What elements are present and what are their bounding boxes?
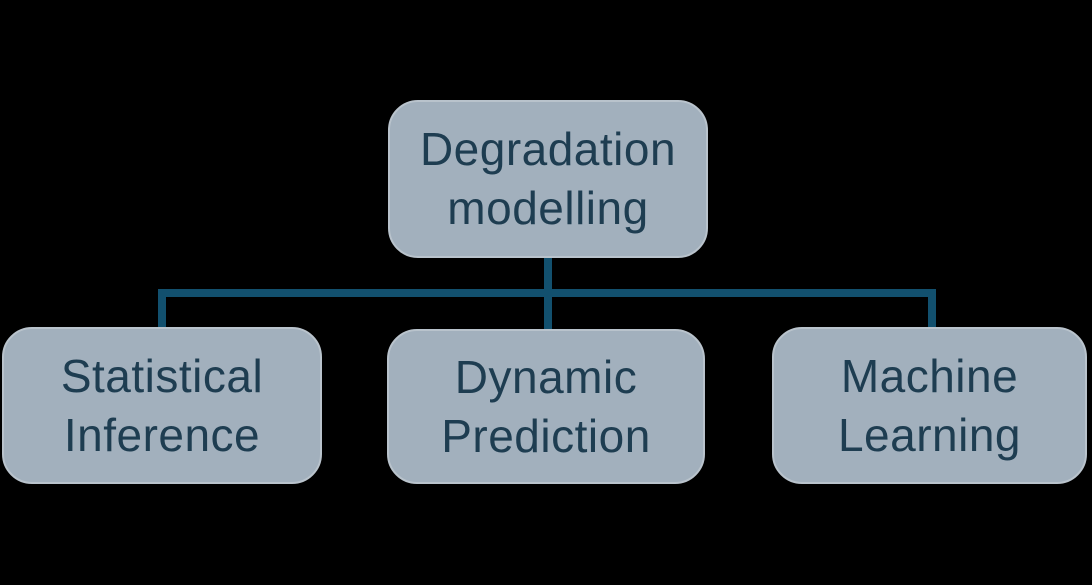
- node-dynamic-prediction: Dynamic Prediction: [387, 329, 705, 484]
- node-label-line: Degradation: [419, 123, 677, 176]
- node-label-line: Inference: [63, 408, 261, 461]
- node-label-line: Dynamic: [454, 350, 638, 403]
- connector-right-stem: [928, 289, 936, 331]
- connector-horizontal: [158, 289, 936, 297]
- node-machine-learning: Machine Learning: [772, 327, 1087, 484]
- node-degradation-modelling: Degradation modelling: [388, 100, 708, 258]
- node-statistical-inference: Statistical Inference: [2, 327, 322, 484]
- node-label-line: Prediction: [441, 409, 651, 462]
- node-label-line: modelling: [447, 182, 649, 234]
- node-label-line: Machine: [840, 349, 1019, 402]
- connector-left-stem: [158, 289, 166, 331]
- node-label-line: Learning: [837, 408, 1022, 461]
- node-label-line: Statistical: [60, 349, 264, 402]
